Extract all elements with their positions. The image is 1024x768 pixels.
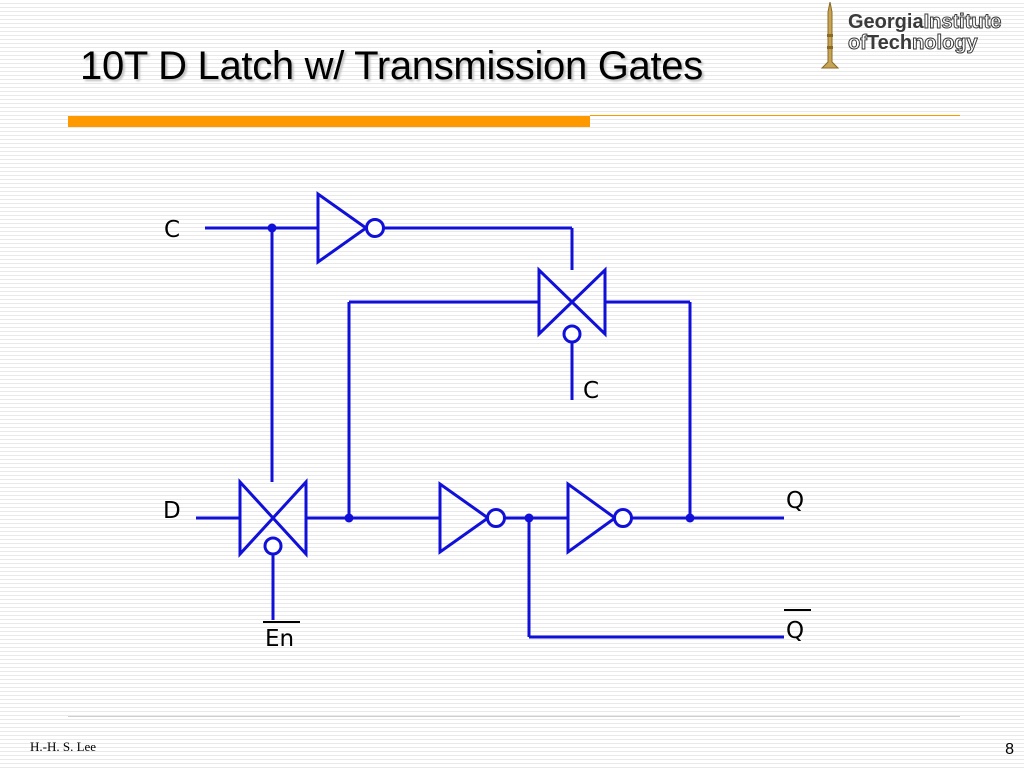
label-q-output: Q <box>786 488 804 514</box>
page-number: 8 <box>1005 741 1014 758</box>
label-d-input: D <box>163 498 181 524</box>
logo: GeorgiaInstitute ofTechnology <box>818 2 1018 70</box>
junction-dot-feedback-left <box>344 513 354 523</box>
junction-dot-qbar <box>524 513 534 523</box>
inverter-clock <box>316 191 369 265</box>
logo-word-of: of <box>848 32 868 54</box>
label-c-tg: C <box>583 378 599 404</box>
junction-dot-c <box>267 223 277 233</box>
title-rule <box>590 115 960 116</box>
inverter-2-bubble <box>613 508 633 528</box>
tg1-bubble <box>263 536 283 556</box>
tg1-upper <box>238 478 276 558</box>
logo-word-tech: Tech <box>866 32 913 54</box>
inverter-clock-bubble <box>365 218 385 238</box>
inverter-2 <box>566 481 618 555</box>
logo-word-georgia: Georgia <box>848 11 924 33</box>
inverter-1-bubble <box>486 508 506 528</box>
slide-title: 10T D Latch w/ Transmission Gates <box>80 44 703 88</box>
label-qbar-output: Q <box>786 618 804 644</box>
footer-rule <box>68 716 960 717</box>
label-en-bar: En <box>265 626 294 652</box>
tg2-bubble <box>562 324 582 344</box>
label-c-input: C <box>164 217 180 243</box>
junction-dot-feedback-right <box>685 513 695 523</box>
logo-word-nology: nology <box>912 32 979 54</box>
logo-word-institute: Institute <box>923 11 1002 33</box>
accent-bar <box>68 116 590 127</box>
tg2-lower <box>569 266 607 338</box>
tower-icon <box>820 2 840 69</box>
tg2-upper <box>537 266 575 338</box>
footer-author: H.-H. S. Lee <box>30 739 97 754</box>
inverter-1 <box>438 481 491 555</box>
